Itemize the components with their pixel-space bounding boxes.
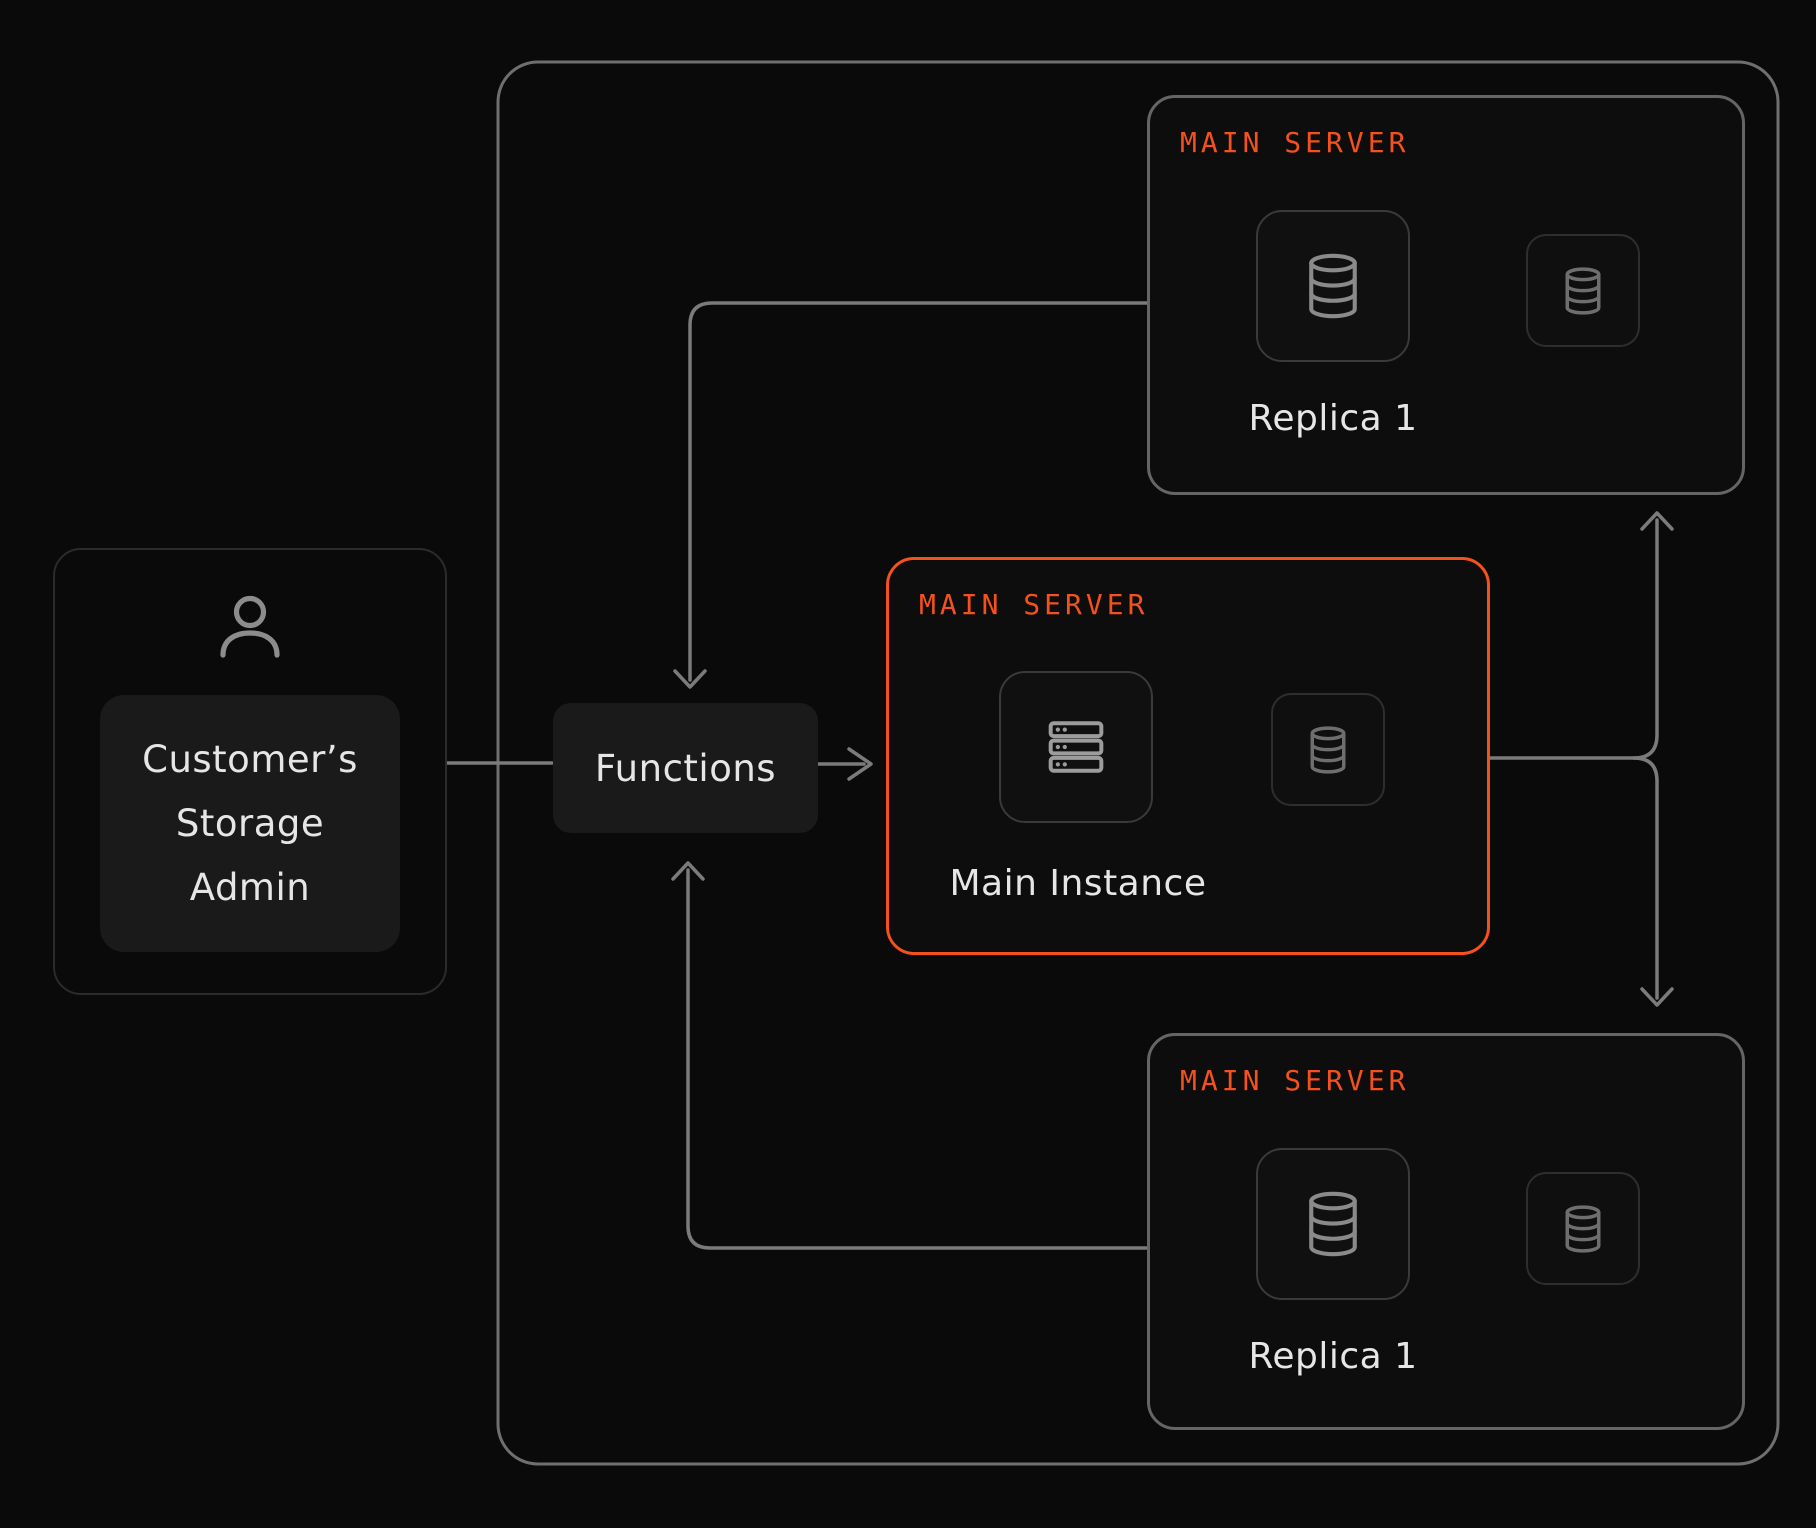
arrow-bottom-replica-to-functions (671, 861, 1149, 1250)
main-server-box-replica-bottom: MAIN SERVER Replica 1 (1147, 1033, 1745, 1430)
user-icon (220, 595, 280, 658)
arrow-functions-to-main (816, 747, 873, 781)
arrow-main-to-replicas-fork (1488, 511, 1674, 1007)
customer-storage-admin-label: Customer’s Storage Admin (100, 695, 400, 952)
arrow-top-replica-to-functions (673, 301, 1149, 689)
main-server-box-main-instance: MAIN SERVER Main Instance (886, 557, 1490, 955)
main-server-tag: MAIN SERVER (1180, 126, 1410, 159)
server-rack-icon (1048, 721, 1104, 773)
database-icon (1565, 1204, 1601, 1253)
database-icon (1565, 266, 1601, 315)
actor-label-line3: Admin (189, 865, 311, 909)
server-name: Main Instance (949, 863, 1207, 904)
server-name: Replica 1 (1248, 1336, 1418, 1377)
attached-database-tile (1271, 693, 1385, 806)
main-server-tag: MAIN SERVER (919, 588, 1149, 621)
attached-database-tile (1526, 1172, 1640, 1285)
main-server-tag: MAIN SERVER (1180, 1064, 1410, 1097)
replica-database-tile (1256, 1148, 1410, 1300)
main-instance-server-tile (999, 671, 1153, 823)
actor-label-line1: Customer’s (142, 737, 358, 781)
database-icon (1309, 253, 1357, 319)
actor-label-line2: Storage (175, 801, 325, 845)
functions-label: Functions (594, 746, 777, 790)
replica-database-tile (1256, 210, 1410, 362)
database-icon (1309, 1191, 1357, 1257)
functions-node: Functions (553, 703, 818, 833)
attached-database-tile (1526, 234, 1640, 347)
server-name: Replica 1 (1248, 398, 1418, 439)
database-icon (1310, 725, 1346, 774)
customer-storage-admin-box: Customer’s Storage Admin (53, 548, 447, 995)
main-server-box-replica-top: MAIN SERVER Replica 1 (1147, 95, 1745, 495)
